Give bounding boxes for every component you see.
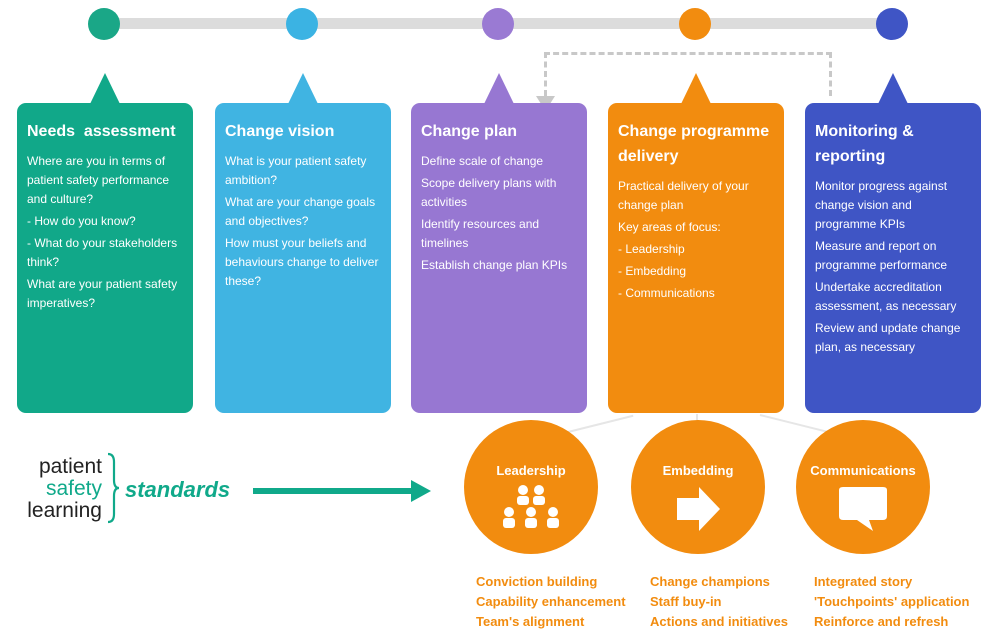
- list-item: Team's alignment: [476, 614, 585, 629]
- timeline-dot-4: [679, 8, 711, 40]
- step-item: What are your patient safety imperatives…: [27, 277, 178, 310]
- step-item: How must your beliefs and behaviours cha…: [225, 236, 379, 288]
- step-card-needs-assessment: Needs assessment Where are you in terms …: [17, 73, 193, 413]
- list-item: Integrated story: [814, 574, 913, 589]
- list-item: Conviction building: [476, 574, 598, 589]
- step-item: Scope delivery plans with activities: [421, 176, 557, 209]
- focus-label: Leadership: [496, 463, 566, 478]
- brand-logo-text: patient safety learning: [14, 456, 102, 522]
- focus-list-communications: Integrated story 'Touchpoints' applicati…: [814, 572, 969, 632]
- step-title: Monitoring & reporting: [815, 123, 914, 165]
- focus-label: Embedding: [662, 463, 734, 478]
- step-item: Undertake accreditation assessment, as n…: [815, 280, 957, 313]
- card-pointer: [878, 73, 908, 104]
- step-item: Establish change plan KPIs: [421, 258, 568, 272]
- step-item: Monitor progress against change vision a…: [815, 179, 948, 231]
- step-items: Practical delivery of your change plan K…: [618, 177, 774, 303]
- card-pointer: [90, 73, 120, 104]
- step-item: What is your patient safety ambition?: [225, 154, 367, 187]
- step-item: Measure and report on programme performa…: [815, 239, 948, 272]
- focus-circle-communications: Communications: [796, 420, 930, 554]
- step-item: - How do you know?: [27, 214, 136, 228]
- arrow-right-icon: [677, 487, 720, 531]
- timeline-dot-1: [88, 8, 120, 40]
- step-item: Where are you in terms of patient safety…: [27, 154, 170, 206]
- people-hierarchy-icon: [503, 485, 559, 528]
- timeline-dot-5: [876, 8, 908, 40]
- step-items: Define scale of change Scope delivery pl…: [421, 152, 577, 275]
- standards-label: standards: [125, 477, 231, 502]
- list-item: 'Touchpoints' application: [814, 594, 970, 609]
- step-card-change-programme-delivery: Change programme delivery Practical deli…: [608, 73, 784, 413]
- card-pointer: [681, 73, 711, 104]
- list-item: Staff buy-in: [650, 594, 722, 609]
- step-item: - Embedding: [618, 264, 687, 278]
- step-items: Where are you in terms of patient safety…: [27, 152, 183, 313]
- step-card-monitoring-reporting: Monitoring & reporting Monitor progress …: [805, 73, 981, 413]
- timeline-dot-3: [482, 8, 514, 40]
- step-item: What are your change goals and objective…: [225, 195, 376, 228]
- step-item: Practical delivery of your change plan: [618, 179, 749, 212]
- focus-circle-leadership: Leadership: [464, 420, 598, 554]
- step-card-change-vision: Change vision What is your patient safet…: [215, 73, 391, 413]
- step-item: - Communications: [618, 286, 715, 300]
- step-item: Identify resources and timelines: [421, 217, 540, 250]
- step-items: What is your patient safety ambition? Wh…: [225, 152, 381, 291]
- brace-icon: [107, 452, 120, 524]
- list-item: Change champions: [650, 574, 770, 589]
- step-title: Change vision: [225, 123, 335, 140]
- focus-label: Communications: [810, 463, 916, 478]
- step-title: Change plan: [421, 123, 518, 140]
- focus-list-embedding: Change champions Staff buy-in Actions an…: [650, 572, 788, 632]
- standards-arrow-icon: [253, 480, 431, 502]
- card-pointer: [484, 73, 514, 104]
- brand-line-safety: safety: [45, 477, 102, 500]
- step-item: Review and update change plan, as necess…: [815, 321, 961, 354]
- step-item: - Leadership: [618, 242, 685, 256]
- step-item: Define scale of change: [421, 154, 544, 168]
- brand-line-patient: patient: [38, 455, 102, 478]
- timeline-dot-2: [286, 8, 318, 40]
- step-title: Change programme delivery: [618, 123, 770, 165]
- card-pointer: [288, 73, 318, 104]
- focus-list-leadership: Conviction building Capability enhanceme…: [476, 572, 626, 632]
- step-item: Key areas of focus:: [618, 220, 721, 234]
- focus-circle-embedding: Embedding: [631, 420, 765, 554]
- feedback-loop-right: [829, 52, 832, 96]
- step-card-change-plan: Change plan Define scale of change Scope…: [411, 73, 587, 413]
- list-item: Actions and initiatives: [650, 614, 788, 629]
- list-item: Capability enhancement: [476, 594, 626, 609]
- feedback-loop-left: [544, 52, 547, 96]
- step-title: Needs assessment: [27, 123, 176, 140]
- step-items: Monitor progress against change vision a…: [815, 177, 971, 357]
- speech-bubble-icon: [839, 487, 887, 531]
- feedback-loop-top: [544, 52, 832, 55]
- step-item: - What do your stakeholders think?: [27, 236, 178, 269]
- list-item: Reinforce and refresh: [814, 614, 949, 629]
- brand-line-learning: learning: [27, 499, 102, 522]
